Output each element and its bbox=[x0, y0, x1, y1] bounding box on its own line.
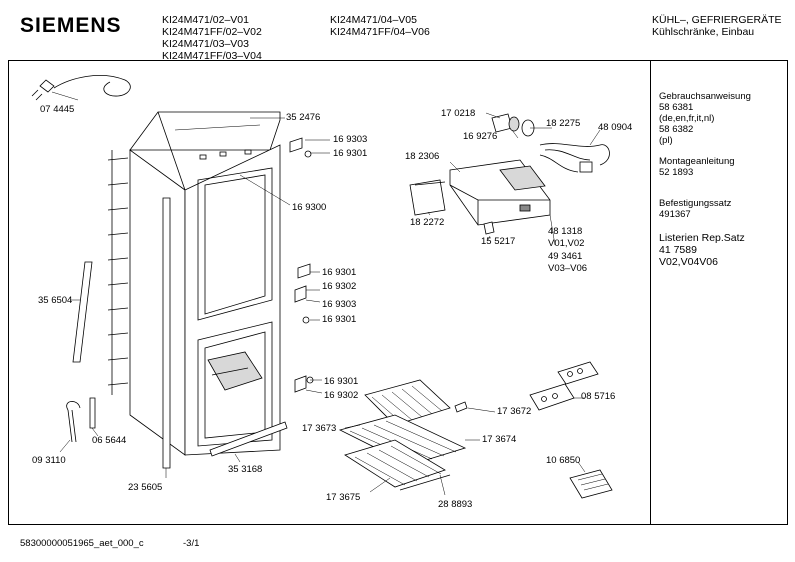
part-label-169302: 16 9302 bbox=[322, 281, 357, 292]
part-label-173672: 17 3672 bbox=[497, 406, 532, 417]
model-line: KI24M471/04–V05 bbox=[330, 14, 417, 26]
control-box-drawing bbox=[409, 159, 551, 235]
listerien-title: Listerien Rep.Satz bbox=[659, 232, 745, 244]
model-line: KI24M471FF/04–V06 bbox=[330, 26, 430, 38]
sidebar-listerien: Listerien Rep.Satz 41 7589 V02,V04V06 bbox=[659, 232, 745, 268]
part-label-169301: 16 9301 bbox=[324, 376, 359, 387]
fixing-title: Befestigungssatz bbox=[659, 198, 732, 209]
model-list-2: KI24M471/04–V05 KI24M471FF/04–V06 bbox=[330, 14, 430, 38]
sidebar-install: Montageanleitung 52 1893 bbox=[659, 156, 735, 178]
model-line: KI24M471FF/03–V04 bbox=[162, 50, 262, 62]
part-label-169301: 16 9301 bbox=[322, 267, 357, 278]
part-label-493461: 49 3461 bbox=[548, 251, 583, 262]
egg-tray-drawing bbox=[529, 361, 599, 411]
part-label-169276: 16 9276 bbox=[463, 131, 498, 142]
part-label-480904: 48 0904 bbox=[598, 122, 633, 133]
part-label-173675: 17 3675 bbox=[326, 492, 361, 503]
footer-doc-code: 58300000051965_aet_000_c bbox=[20, 538, 144, 549]
category-title: KÜHL–, GEFRIERGERÄTE Kühlschränke, Einba… bbox=[652, 14, 782, 38]
seal-strip-353168 bbox=[209, 421, 288, 457]
listerien-variants: V02,V04V06 bbox=[659, 256, 718, 268]
install-number: 52 1893 bbox=[659, 167, 694, 178]
install-title: Montageanleitung bbox=[659, 156, 735, 167]
fixing-number: 491367 bbox=[659, 209, 691, 220]
part-label-169301: 16 9301 bbox=[333, 148, 368, 159]
part-label-065644: 06 5644 bbox=[92, 435, 127, 446]
footer-page: -3/1 bbox=[183, 538, 200, 549]
category-line: KÜHL–, GEFRIERGERÄTE bbox=[652, 14, 782, 26]
part-label-356504: 35 6504 bbox=[38, 295, 73, 306]
manual-line: 58 6382 bbox=[659, 124, 694, 135]
manual-title: Gebrauchsanweisung bbox=[659, 91, 751, 102]
sidebar-manual: Gebrauchsanweisung 58 6381 (de,en,fr,it,… bbox=[659, 91, 751, 146]
part-label-085716: 08 5716 bbox=[581, 391, 616, 402]
part-label-093110: 09 3110 bbox=[32, 455, 66, 466]
lamp-holder-drawing bbox=[491, 113, 535, 137]
part-label-182272: 18 2272 bbox=[410, 217, 445, 228]
part-label-155217: 15 5217 bbox=[481, 236, 516, 247]
part-label-v0306: V03–V06 bbox=[548, 263, 588, 274]
wiring-harness-drawing bbox=[539, 143, 610, 173]
part-label-352476: 35 2476 bbox=[286, 112, 321, 123]
part-label-170218: 17 0218 bbox=[441, 108, 476, 119]
sidebar-fixing: Befestigungssatz 491367 bbox=[659, 198, 731, 220]
manual-line: 58 6381 bbox=[659, 102, 694, 113]
wire-shelf-lower bbox=[344, 439, 446, 488]
model-line: KI24M471/03–V03 bbox=[162, 38, 249, 50]
part-label-182306: 18 2306 bbox=[405, 151, 440, 162]
side-ribs bbox=[107, 150, 129, 395]
part-label-481318: 48 1318 bbox=[548, 226, 583, 237]
part-label-074445: 07 4445 bbox=[40, 104, 75, 115]
leader-lines bbox=[51, 91, 601, 496]
part-label-169302: 16 9302 bbox=[324, 390, 359, 401]
power-cord-drawing bbox=[31, 75, 131, 101]
part-label-169303: 16 9303 bbox=[322, 299, 357, 310]
sidebar-divider bbox=[650, 60, 651, 525]
hinge-brackets bbox=[289, 137, 314, 393]
category-line: Kühlschränke, Einbau bbox=[652, 26, 755, 38]
diagram-frame bbox=[8, 60, 788, 525]
pin-065644-drawing bbox=[89, 397, 96, 429]
wire-shelf-upper bbox=[364, 379, 451, 426]
manual-line: (de,en,fr,it,nl) bbox=[659, 113, 715, 124]
model-line: KI24M471FF/02–V02 bbox=[162, 26, 262, 38]
part-label-169303: 16 9303 bbox=[333, 134, 368, 145]
seal-strip-235605 bbox=[162, 197, 171, 469]
part-label-169301: 16 9301 bbox=[322, 314, 357, 325]
manual-line: (pl) bbox=[659, 135, 673, 146]
part-label-v0102: V01,V02 bbox=[548, 238, 585, 249]
brand-logo: SIEMENS bbox=[20, 14, 122, 37]
part-label-169300: 16 9300 bbox=[292, 202, 327, 213]
part-label-235605: 23 5605 bbox=[128, 482, 163, 493]
listerien-number: 41 7589 bbox=[659, 244, 697, 256]
seal-strip-356504 bbox=[72, 261, 93, 363]
part-label-106850: 10 6850 bbox=[546, 455, 581, 466]
cabinet-drawing bbox=[107, 111, 281, 456]
part-106850-drawing bbox=[569, 469, 613, 499]
part-label-182275: 18 2275 bbox=[546, 118, 581, 129]
part-label-173674: 17 3674 bbox=[482, 434, 517, 445]
part-label-353168: 35 3168 bbox=[228, 464, 263, 475]
model-list-1: KI24M471/02–V01 KI24M471FF/02–V02 KI24M4… bbox=[162, 14, 262, 62]
part-label-288893: 28 8893 bbox=[438, 499, 473, 510]
sensor-093110-drawing bbox=[66, 401, 81, 443]
part-label-173673: 17 3673 bbox=[302, 423, 337, 434]
model-line: KI24M471/02–V01 bbox=[162, 14, 249, 26]
